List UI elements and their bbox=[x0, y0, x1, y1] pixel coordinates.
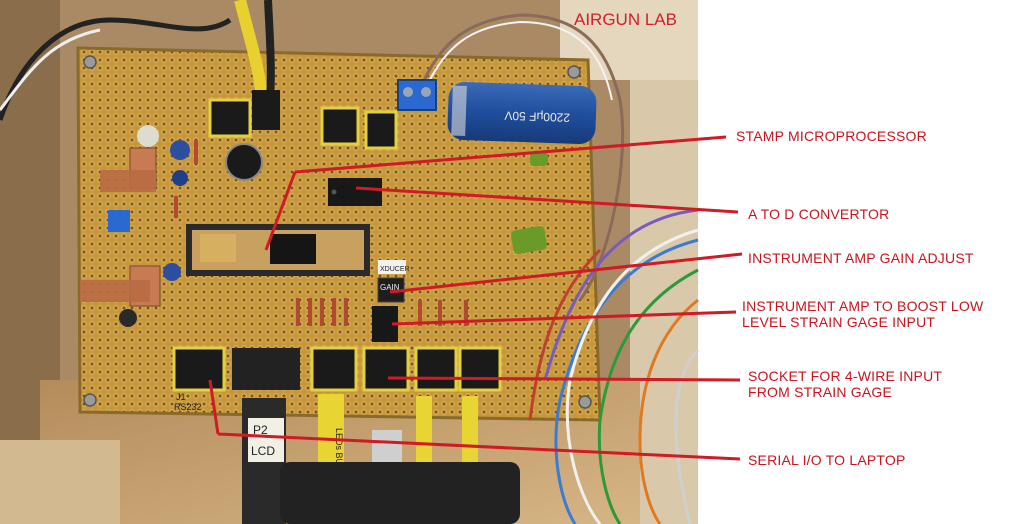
j1-label: J1 RS232 bbox=[174, 392, 202, 412]
capacitor-marking: 2200μF 50V bbox=[504, 108, 570, 124]
small-capacitors bbox=[119, 125, 548, 327]
label-instrument-amp-line-1: INSTRUMENT AMP TO BOOST LOW bbox=[742, 298, 984, 314]
leds-buttons-marking: LEDs BUTTONS bbox=[334, 428, 344, 495]
label-socket-line-2: FROM STRAIN GAGE bbox=[748, 384, 892, 400]
gain-marking: GAIN bbox=[380, 283, 400, 292]
xducer-marking: XDUCER bbox=[380, 266, 410, 273]
stamp-microprocessor bbox=[186, 224, 370, 276]
label-a-to-d-convertor: A TO D CONVERTOR bbox=[748, 206, 890, 222]
voltage-regulators bbox=[80, 90, 398, 307]
j1-marking: J1 bbox=[176, 392, 186, 402]
resistor-row bbox=[174, 140, 468, 326]
label-stamp-microprocessor: STAMP MICROPROCESSOR bbox=[736, 128, 927, 144]
p2-marking: P2 bbox=[253, 423, 268, 437]
electrolytic-capacitor: 2200μF 50V bbox=[447, 81, 597, 145]
instrument-amp: GAIN XDUCER bbox=[372, 260, 410, 342]
annotation-lines bbox=[208, 135, 743, 461]
rs232-marking: RS232 bbox=[174, 402, 202, 412]
adc-chip bbox=[328, 178, 382, 206]
label-socket-line-1: SOCKET FOR 4-WIRE INPUT bbox=[748, 368, 943, 384]
label-instrument-amp-line-2: LEVEL STRAIN GAGE INPUT bbox=[742, 314, 936, 330]
label-instrument-amp-gain-adjust: INSTRUMENT AMP GAIN ADJUST bbox=[748, 250, 974, 266]
terminal-block bbox=[397, 79, 437, 111]
header-connectors bbox=[172, 346, 502, 392]
lcd-marking: LCD bbox=[251, 444, 275, 458]
airgun-lab-title: AIRGUN LAB bbox=[574, 10, 677, 29]
cables-bottom: P2 LCD LEDs BUTTONS bbox=[242, 394, 520, 524]
label-serial-io: SERIAL I/O TO LAPTOP bbox=[748, 452, 906, 468]
